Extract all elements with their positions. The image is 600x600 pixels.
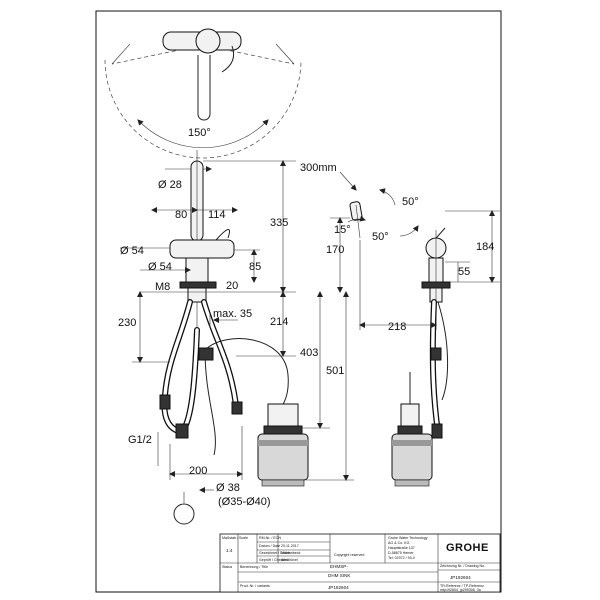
side-water-filter-cartridge [391,372,433,487]
title-label: Benennung / Title [240,565,268,569]
dim-d54-b: Ø 54 [148,261,172,273]
dim-80: 80 [175,209,187,221]
drawing-no: JP192604 [450,575,471,580]
date-value: 20.11.2017 [281,544,299,548]
dim-d54-a: Ø 54 [120,245,144,257]
dim-214: 214 [270,316,288,328]
dim-218: 218 [388,321,406,333]
front-view: Ø 28 80 114 335 Ø 54 Ø 54 85 M8 20 max. … [118,150,354,525]
dim-15: 15° [334,224,351,236]
status-label: Status [222,565,232,569]
dim-55: 55 [458,266,470,278]
dim-230: 230 [118,317,136,329]
title-block: Maßstab / Scale 1:4 RM-Nr. / ECN Datum /… [219,533,501,593]
company-line-4: D-58675 Hemer [388,551,414,555]
scale-value: 1:4 [226,548,233,553]
drawn-label: Gezeichnet / Drawn [259,551,291,555]
dim-501: 501 [326,365,344,377]
water-filter-cartridge [257,403,309,487]
drawing-no-label: Zeichnung Nr. / Drawing No. [440,564,485,568]
dim-50-upper: 50° [402,196,419,208]
dim-85: 85 [249,261,261,273]
prod-label: Prod. Nr. / variants [240,584,270,588]
grohe-logo: GROHE [446,542,489,554]
revision-value: mtp192604_jp299306_3a [440,588,481,592]
title-line-2: DHM SINK [328,573,351,578]
company-line-5: Tel: 02372 / 93-0 [388,556,415,560]
dim-170: 170 [326,244,344,256]
dim-20: 20 [226,280,238,292]
dim-max35: max. 35 [213,308,252,320]
dim-403: 403 [300,347,318,359]
rm-label: RM-Nr. / ECN [259,536,281,540]
revision-label: TR-Referenz / TP-Referenz [440,584,484,588]
dim-200: 200 [189,465,207,477]
scale-label: Maßstab / Scale [222,536,248,540]
company-line-3: Hauptstraße 137 [388,546,415,550]
checked-label: Geprüft / Checked [259,558,288,562]
dim-m8: M8 [155,281,170,293]
dim-d28: Ø 28 [158,179,182,191]
dim-d35-40: (Ø35-Ø40) [218,496,271,508]
date-label: Datum / Date [259,544,280,548]
swivel-angle-label: 150° [188,127,211,139]
top-view: 150° [104,28,302,159]
copyright-text: Copyright reserved [334,553,364,557]
title-line-1: EHMSP- [330,564,348,569]
dim-114: 114 [208,209,226,221]
dim-184: 184 [476,241,494,253]
company-line-2: AG & Co. KG [388,541,410,545]
dim-50-lower: 50° [372,231,389,243]
dim-300mm: 300mm [300,162,337,174]
dim-g12: G1/2 [128,434,152,446]
prod-value: JP192604 [328,585,349,590]
checked-value: Windhövel [281,558,298,562]
cutout-hole [173,503,195,525]
faucet-body [169,239,235,259]
dim-d38: Ø 38 [216,482,240,494]
side-view: 300mm 50° 15° 50° 170 184 55 218 [300,158,500,487]
dim-335: 335 [270,217,288,229]
drawn-value: Mühlenbeck [281,551,301,555]
company-line-1: Grohe Water Technology [388,536,428,540]
